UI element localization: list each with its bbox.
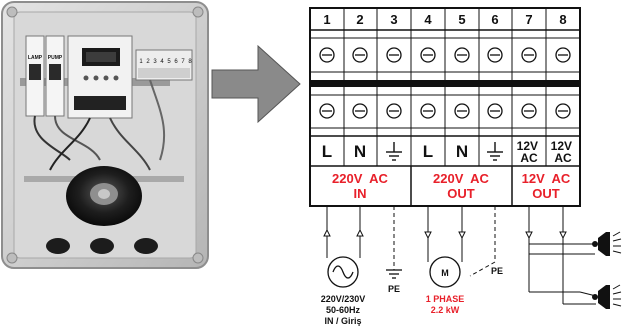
breaker-label: PUMP <box>48 55 63 61</box>
screw-icon <box>420 47 436 63</box>
group-caption: OUT <box>447 186 475 201</box>
controller-module <box>67 35 133 119</box>
terminal-number: 6 <box>491 12 498 27</box>
group-caption: OUT <box>532 186 560 201</box>
mounting-hole <box>192 6 204 18</box>
group-caption: 220V AC <box>332 171 388 186</box>
strip-digit: 7 <box>181 59 185 65</box>
screw-icon <box>555 103 571 119</box>
source-caption: 50-60Hz <box>326 305 361 315</box>
terminal-number: 1 <box>323 12 330 27</box>
group-caption: 12V AC <box>522 171 571 186</box>
screw-icon <box>420 103 436 119</box>
screw-icon <box>386 103 402 119</box>
source-caption: 220V/230V <box>321 294 366 304</box>
terminal-label: N <box>456 142 468 161</box>
terminal-label: L <box>423 142 433 161</box>
terminal-labels: L N L N 12V AC 12V AC <box>322 139 576 165</box>
photo-wires <box>33 79 166 171</box>
terminal-label-line: AC <box>520 151 538 165</box>
source-caption: IN / Giriş <box>324 316 361 326</box>
screw-icon <box>454 47 470 63</box>
external-wiring <box>323 206 597 305</box>
screw-icon <box>352 47 368 63</box>
screw-icon <box>487 47 503 63</box>
cable-glands <box>46 238 158 254</box>
mounting-hole <box>6 252 18 264</box>
terminal-label-12v: 12V AC <box>517 139 542 165</box>
screw-icon <box>386 47 402 63</box>
motor-caption: 2.2 kW <box>431 305 460 315</box>
strip-digit: 8 <box>188 59 192 65</box>
strip-digit: 6 <box>174 59 178 65</box>
screw-icon <box>352 103 368 119</box>
terminal-number: 7 <box>525 12 532 27</box>
terminal-number: 8 <box>559 12 566 27</box>
screw-icon <box>521 47 537 63</box>
screw-icon <box>555 47 571 63</box>
motor-symbol: M <box>441 268 449 278</box>
screw-icon <box>319 103 335 119</box>
breaker-label: LAMP <box>28 55 43 61</box>
screw-icon <box>487 103 503 119</box>
ground-icon <box>386 142 402 161</box>
terminal-label-line: 12V <box>517 139 538 153</box>
terminal-screws <box>319 47 571 119</box>
motor-icon: M <box>429 256 461 288</box>
pe-label: PE <box>491 266 503 276</box>
lamp-icon <box>592 284 622 309</box>
toroidal-transformer <box>66 166 142 226</box>
strip-digit: 3 <box>153 59 157 65</box>
ac-source-icon <box>327 256 359 288</box>
terminal-number: 3 <box>390 12 397 27</box>
strip-digit: 5 <box>167 59 171 65</box>
terminal-label: L <box>322 142 332 161</box>
screw-icon <box>319 47 335 63</box>
strip-digit: 4 <box>160 59 164 65</box>
screw-icon <box>454 103 470 119</box>
terminal-label-12v: 12V AC <box>551 139 576 165</box>
ground-icon <box>487 142 503 161</box>
mounting-hole <box>6 6 18 18</box>
motor-caption: 1 PHASE <box>426 294 465 304</box>
group-caption: IN <box>354 186 367 201</box>
terminal-label-line: 12V <box>551 139 572 153</box>
terminal-number: 4 <box>424 12 432 27</box>
terminal-number: 2 <box>356 12 363 27</box>
arrow-right-icon <box>211 44 301 124</box>
ground-icon <box>386 269 402 279</box>
lamp-icon <box>592 231 622 256</box>
screw-icon <box>521 103 537 119</box>
terminal-number: 5 <box>458 12 465 27</box>
strip-digit: 1 <box>139 59 143 65</box>
pe-label: PE <box>388 284 400 294</box>
group-caption: 220V AC <box>433 171 489 186</box>
mounting-hole <box>192 252 204 264</box>
group-captions: 220V AC IN 220V AC OUT 12V AC OUT <box>332 171 571 201</box>
terminal-numbers: 1 2 3 4 5 6 7 8 <box>323 12 566 27</box>
circuit-breakers: LAMP PUMP <box>25 35 65 117</box>
terminal-label-line: AC <box>554 151 572 165</box>
photo-terminal-strip: 1 2 3 4 5 6 7 8 <box>135 49 193 81</box>
terminal-label: N <box>354 142 366 161</box>
strip-digit: 2 <box>146 59 150 65</box>
